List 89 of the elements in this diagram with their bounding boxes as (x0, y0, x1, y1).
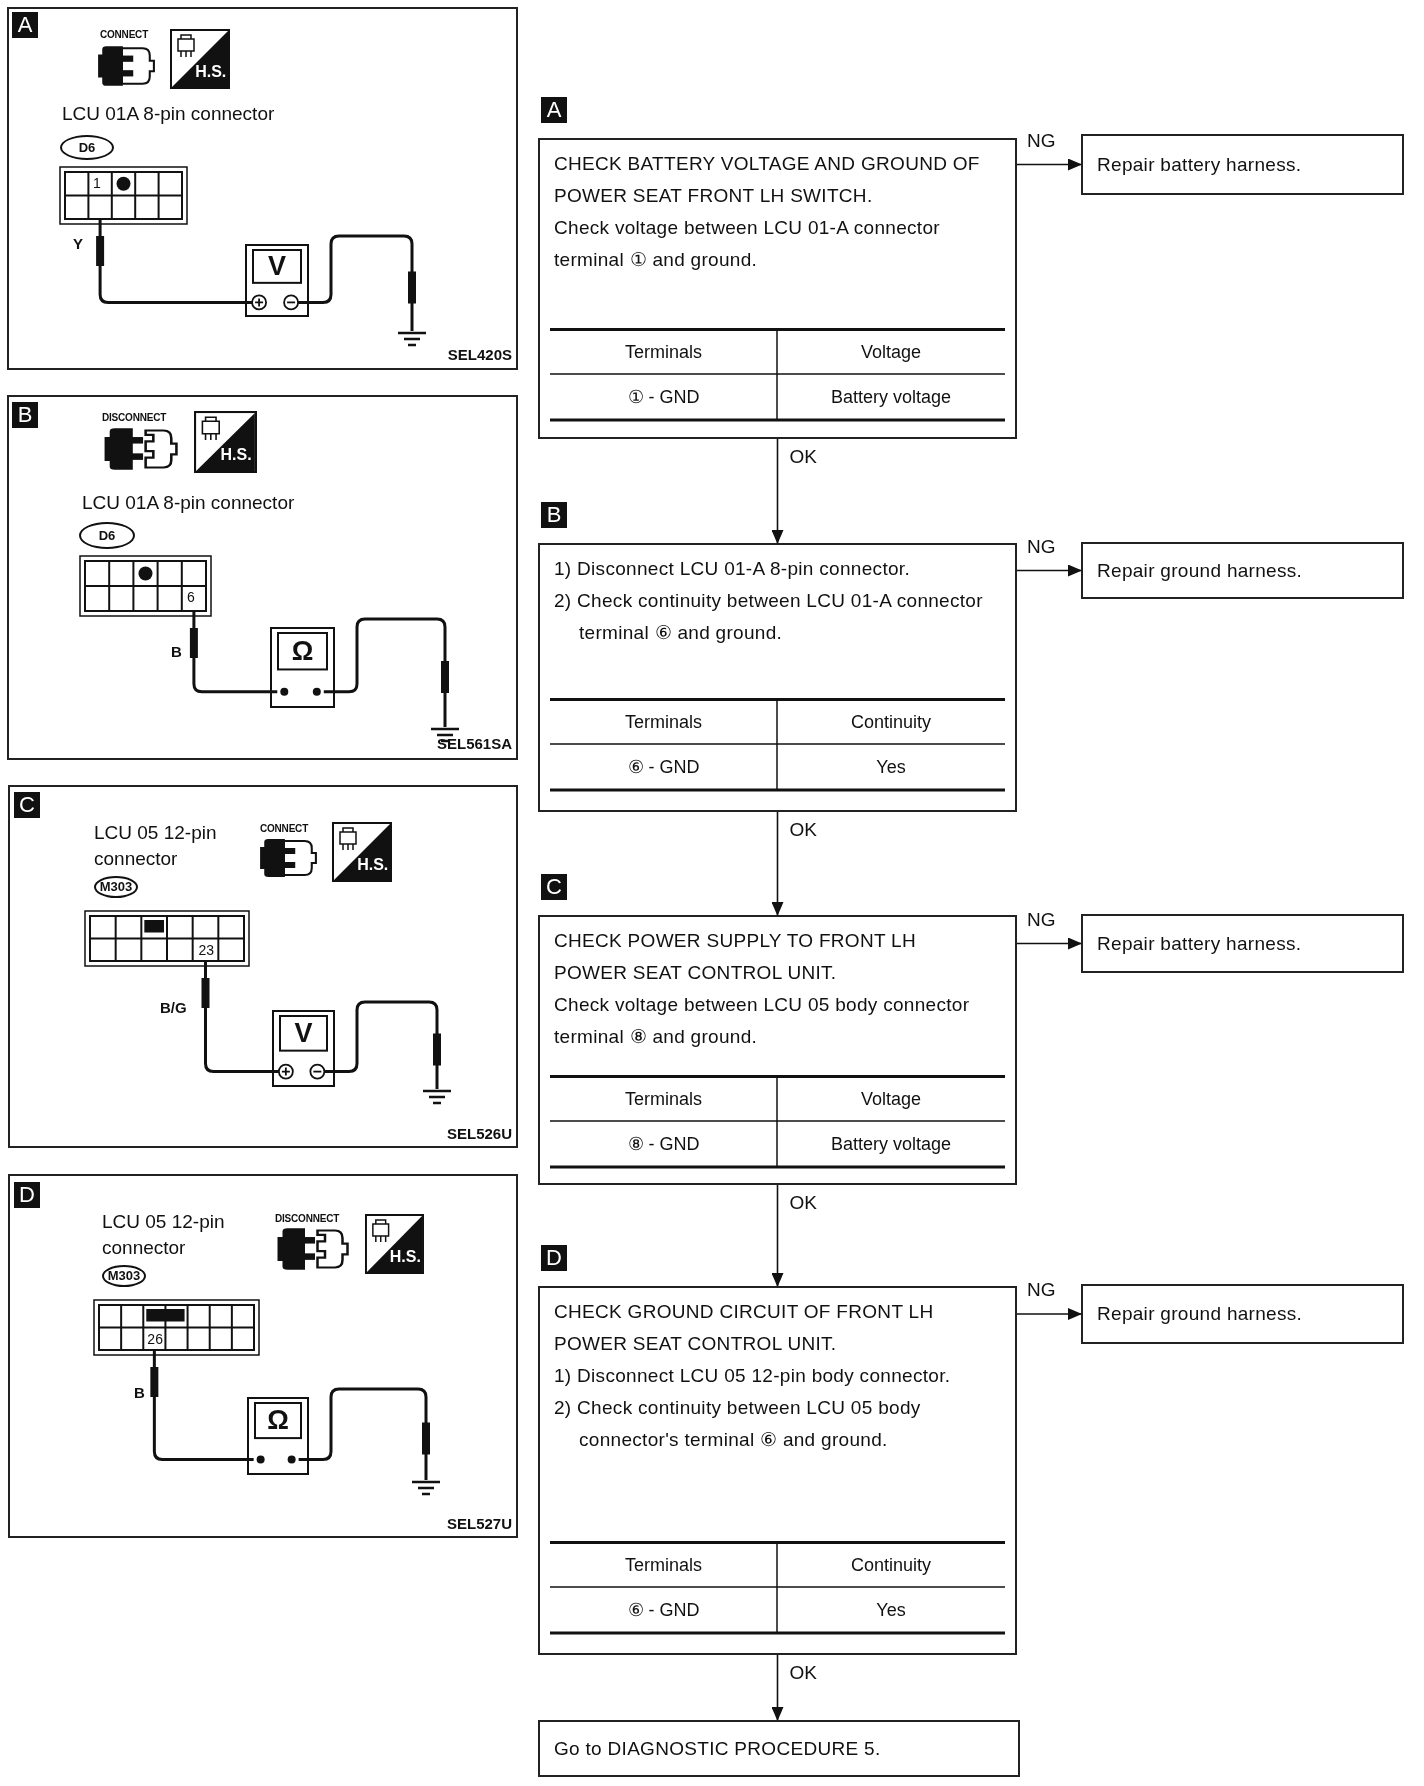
table-header: Continuity (849, 711, 932, 734)
figure-code: SEL420S (447, 346, 512, 363)
connector-state-label: CONNECT (260, 823, 309, 834)
meter-symbol: V (267, 250, 287, 283)
instruction-text: CHECK POWER SUPPLY TO FRONT LH POWER SEAT CONTROL UNIT. (554, 929, 917, 985)
flow-arrow (1016, 1308, 1082, 1320)
step-letter: A (12, 12, 38, 38)
flow-arrow (771, 1654, 784, 1721)
table-cell-text: ⑥ - GND (626, 1599, 701, 1622)
connector-code-tag: D6 (60, 135, 114, 160)
flow-arrow (771, 438, 784, 544)
harness-icon-label: H.S. (357, 855, 389, 874)
figure-code: SEL527U (446, 1515, 512, 1532)
step-letter: D (14, 1182, 40, 1208)
process-box (1081, 914, 1404, 973)
instruction-text: Repair battery harness. (1097, 152, 1302, 177)
harness-icon-label: H.S. (220, 445, 252, 464)
table-header: Continuity (849, 1554, 932, 1577)
process-box (1081, 1284, 1404, 1344)
harness-icon-label: H.S. (389, 1247, 421, 1266)
test-panel (8, 1174, 518, 1538)
meter-symbol: Ω (266, 1404, 290, 1437)
flow-arrow (1016, 158, 1082, 171)
flow-arrow (771, 1184, 784, 1287)
connector-state-label: DISCONNECT (275, 1213, 340, 1224)
meter-symbol: V (293, 1017, 314, 1050)
harness-icon-label: H.S. (195, 62, 227, 81)
pin-number: 6 (185, 589, 196, 605)
table-cell-text: Battery voltage (829, 1133, 953, 1156)
instruction-text: 2) Check continuity between LCU 01-A connector terminal ⑥ and ground. (554, 589, 984, 645)
pin-number: 1 (92, 175, 102, 191)
figure-code: SEL526U (446, 1125, 512, 1142)
meter-symbol: Ω (290, 635, 315, 668)
table-header: Terminals (624, 341, 703, 364)
connector-title: LCU 01A 8-pin connector (62, 102, 275, 126)
instruction-text: Repair ground harness. (1097, 1302, 1303, 1326)
step-letter: D (541, 1245, 567, 1271)
step-letter: C (541, 874, 567, 900)
instruction-text: 1) Disconnect LCU 01-A 8-pin connector. (554, 557, 911, 581)
table-header: Terminals (624, 1554, 703, 1577)
connector-title: LCU 05 12-pin connector (102, 1210, 226, 1260)
connector-title: LCU 05 12-pin connector (94, 821, 218, 871)
table-header: Voltage (859, 341, 923, 364)
flow-arrow (1016, 564, 1082, 577)
step-letter: B (541, 502, 567, 528)
process-box (538, 138, 1017, 439)
instruction-text: Check voltage between LCU 05 body connector terminal ⑧ and ground. (554, 993, 971, 1049)
instruction-text: Repair ground harness. (1097, 558, 1303, 583)
process-box (538, 915, 1017, 1185)
connector-code-tag: D6 (79, 522, 135, 549)
test-panel (7, 395, 518, 760)
instruction-text: Repair battery harness. (1097, 931, 1302, 956)
process-box (538, 1286, 1017, 1655)
table-header: Voltage (859, 1088, 923, 1111)
table-cell-text: ① - GND (626, 386, 701, 409)
connector-state-label: CONNECT (100, 29, 149, 40)
table-cell-text: Battery voltage (829, 386, 953, 409)
connector-title: LCU 01A 8-pin connector (82, 491, 295, 515)
table-cell-text: ⑥ - GND (626, 756, 701, 779)
test-panel (8, 785, 518, 1148)
instruction-text: 2) Check continuity between LCU 05 body connector's terminal ⑥ and ground. (554, 1396, 922, 1452)
instruction-text: CHECK GROUND CIRCUIT OF FRONT LH POWER SEAT CONTROL UNIT. (554, 1300, 935, 1356)
step-letter: A (541, 97, 567, 123)
connector-code-tag: M303 (102, 1265, 146, 1287)
table-cell-text: Yes (875, 756, 907, 779)
instruction-text: CHECK BATTERY VOLTAGE AND GROUND OF POWER SEAT FRONT LH SWITCH. (554, 152, 981, 208)
step-letter: B (12, 402, 38, 428)
process-box (538, 1720, 1020, 1777)
wire-color-label: B (134, 1384, 145, 1401)
table-cell-text: ⑧ - GND (626, 1133, 701, 1156)
instruction-text: 1) Disconnect LCU 05 12-pin body connector. (554, 1364, 952, 1388)
flow-arrow (1016, 937, 1082, 950)
wire-color-label: B (171, 643, 182, 660)
process-box (1081, 542, 1404, 599)
test-panel (7, 7, 518, 370)
table-cell-text: Yes (875, 1599, 907, 1622)
table-header: Terminals (624, 711, 703, 734)
table-header: Terminals (624, 1088, 703, 1111)
instruction-text: Go to DIAGNOSTIC PROCEDURE 5. (554, 1736, 881, 1761)
process-box (1081, 134, 1404, 195)
connector-state-label: DISCONNECT (102, 412, 167, 423)
instruction-text: Check voltage between LCU 01-A connector terminal ① and ground. (554, 216, 941, 272)
process-box (538, 543, 1017, 812)
wire-color-label: B/G (160, 999, 187, 1016)
connector-code-tag: M303 (94, 876, 138, 898)
figure-code: SEL561SA (436, 735, 512, 752)
flow-arrow (771, 811, 784, 916)
wire-color-label: Y (73, 235, 83, 252)
step-letter: C (14, 792, 40, 818)
